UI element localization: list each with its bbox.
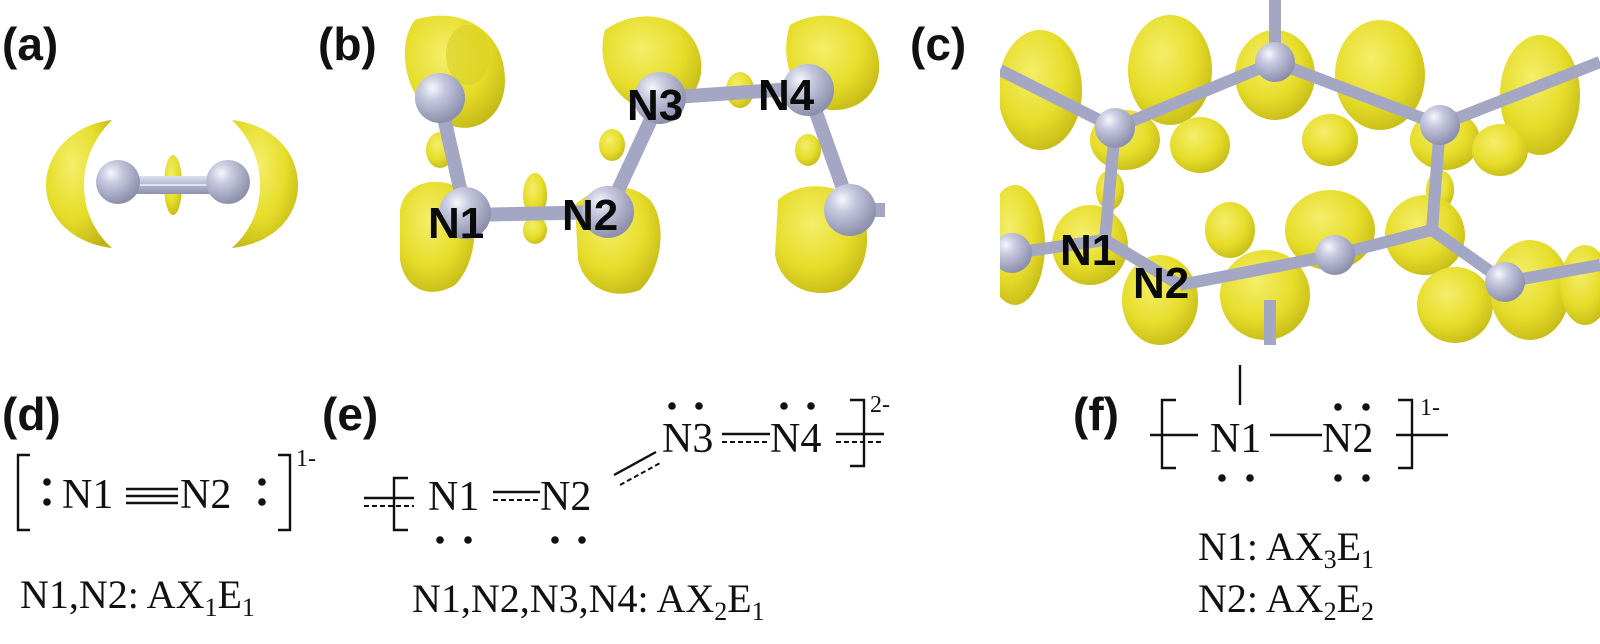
panel-f: (f) N1 N2 1- N1: AX3E1 N2: AX2E2 bbox=[1073, 365, 1448, 626]
atom-label-n2: N2 bbox=[562, 191, 618, 240]
panel-d: (d) N1 N2 1- N1,N2: AX1E1 bbox=[2, 388, 316, 622]
vsepr-notation-f-n1: N1: AX3E1 bbox=[1198, 524, 1374, 574]
right-bracket bbox=[850, 398, 866, 468]
n2-n3-bond bbox=[613, 450, 657, 477]
n2-molecule-ball-stick bbox=[96, 160, 250, 204]
atom bbox=[415, 73, 465, 123]
panel-e-label: (e) bbox=[322, 388, 378, 440]
atom-n1: N1 bbox=[1210, 416, 1261, 462]
left-bracket bbox=[392, 476, 408, 532]
panel-b-label: (b) bbox=[318, 18, 377, 70]
panel-f-label: (f) bbox=[1073, 388, 1119, 440]
panel-a: (a) bbox=[2, 18, 298, 248]
atom-n2: N2 bbox=[1322, 416, 1373, 462]
atom bbox=[634, 72, 686, 124]
atom-label-n1: N1 bbox=[428, 199, 484, 248]
atom bbox=[206, 160, 250, 204]
vsepr-notation-e: N1,N2,N3,N4: AX2E1 bbox=[412, 576, 765, 626]
left-bracket bbox=[16, 453, 30, 532]
atom-n2: N2 bbox=[180, 472, 231, 518]
atom-n4: N4 bbox=[770, 416, 821, 462]
atom bbox=[1255, 42, 1295, 82]
atom bbox=[582, 186, 634, 238]
atom bbox=[439, 187, 491, 239]
atom bbox=[1095, 108, 1135, 148]
n4-chain-ball-stick bbox=[392, 64, 885, 239]
panel-c-label: (c) bbox=[910, 18, 966, 70]
lewis-structure-e: N1 N2 N3 N4 2- bbox=[364, 392, 890, 544]
vsepr-notation-d: N1,N2: AX1E1 bbox=[20, 572, 255, 622]
atom bbox=[96, 160, 140, 204]
panel-b: (b) bbox=[318, 15, 885, 294]
atom-label-n2: N2 bbox=[1133, 259, 1189, 308]
vsepr-notation-f-n2: N2: AX2E2 bbox=[1198, 576, 1374, 626]
atom bbox=[1315, 235, 1355, 275]
atom-label-n4: N4 bbox=[758, 71, 815, 120]
lewis-structure-f: N1 N2 1- bbox=[1150, 365, 1448, 482]
atom bbox=[1420, 105, 1460, 145]
left-bracket bbox=[1160, 398, 1176, 470]
panel-c: (c) bbox=[910, 0, 1600, 345]
atom-label-n1: N1 bbox=[1060, 226, 1116, 275]
charge-label: 1- bbox=[296, 446, 316, 472]
layered-network-ball-stick bbox=[1000, 0, 1600, 345]
right-bracket bbox=[278, 453, 292, 532]
atom-label-n3: N3 bbox=[627, 81, 683, 130]
atom-n1: N1 bbox=[428, 474, 479, 520]
panel-a-label: (a) bbox=[2, 18, 58, 70]
charge-label: 2- bbox=[870, 392, 890, 418]
atom-n2: N2 bbox=[540, 474, 591, 520]
atom-n3: N3 bbox=[662, 416, 713, 462]
lewis-structure-d: N1 N2 1- bbox=[16, 446, 316, 532]
atom-n1: N1 bbox=[62, 472, 113, 518]
atom bbox=[782, 64, 834, 116]
atom bbox=[1485, 262, 1525, 302]
atom bbox=[824, 184, 876, 236]
charge-label: 1- bbox=[1420, 395, 1440, 421]
atom bbox=[1000, 233, 1032, 273]
panel-d-label: (d) bbox=[2, 388, 61, 440]
panel-e: (e) N1 N2 N3 N4 2- bbox=[322, 388, 890, 626]
